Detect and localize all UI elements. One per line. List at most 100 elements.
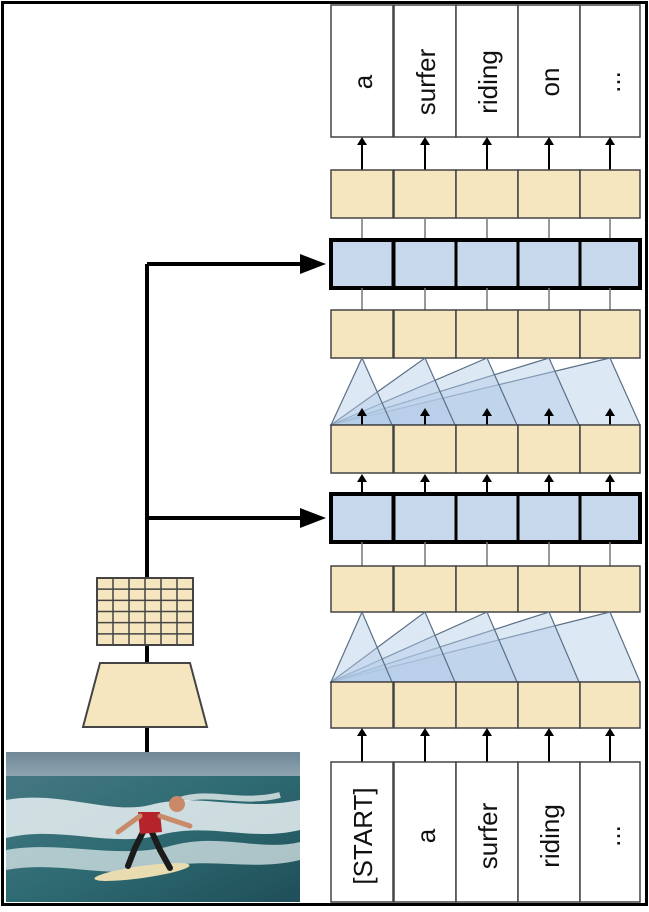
feedforward-layer-top-cell xyxy=(330,169,394,219)
cross-attention-layer-bottom-outline xyxy=(329,492,642,544)
self-attention-layer-top-cell xyxy=(455,424,519,474)
feedforward-layer-bottom-cell xyxy=(455,565,519,613)
embedding-layer-cell xyxy=(579,681,641,729)
cross-attention-layer-bottom-cell xyxy=(516,492,582,544)
feedforward-layer-2-cell xyxy=(455,309,519,359)
cross-attention-layer-top xyxy=(329,238,642,290)
feedforward-layer-2-cell xyxy=(517,309,581,359)
surfboard xyxy=(94,863,190,881)
embedding-layer-cell xyxy=(455,681,519,729)
feedforward-layer-2-cell xyxy=(579,309,641,359)
self-attention-layer-top-cell xyxy=(517,424,581,474)
input-token-4: ... xyxy=(596,825,626,847)
output-token-3: on xyxy=(535,68,565,97)
input-arrows xyxy=(357,728,615,762)
cross-attention-layer-bottom-cell xyxy=(329,492,395,544)
self-attention-fan-bottom xyxy=(329,610,641,683)
cross-attention-layer-bottom-cell xyxy=(578,492,642,544)
output-token-row-cell xyxy=(579,4,641,138)
up-arrow-head xyxy=(357,474,367,482)
cross-attention-layer-bottom-cell xyxy=(454,492,520,544)
feedforward-layer-bottom xyxy=(330,565,641,613)
input-token-2: surfer xyxy=(473,802,503,869)
connectors-cross-ff-top xyxy=(361,288,611,310)
up-arrow-head xyxy=(420,474,430,482)
up-arrow-head xyxy=(357,408,367,416)
output-token-0: a xyxy=(348,74,378,89)
up-arrow-head xyxy=(544,474,554,482)
embedding-layer xyxy=(330,681,641,729)
self-attention-fan-top xyxy=(329,356,641,426)
feedforward-layer-top-cell xyxy=(517,169,581,219)
embedding-layer-cell xyxy=(517,681,581,729)
self-attention-layer-top-cell xyxy=(393,424,457,474)
input-token-row-cell xyxy=(393,761,457,903)
cross-attention-layer-bottom-cell xyxy=(392,492,458,544)
cross-attention-layer-top-cell xyxy=(329,238,395,290)
input-token-1: a xyxy=(411,828,441,843)
feedforward-layer-top-cell xyxy=(455,169,519,219)
up-arrow-head xyxy=(482,408,492,416)
connectors-cross-ff-bottom xyxy=(361,542,611,566)
up-arrow-head xyxy=(357,728,367,736)
feedforward-layer-2-cell xyxy=(330,309,394,359)
up-arrow-head xyxy=(544,408,554,416)
cross-attention-layer-top-cell xyxy=(454,238,520,290)
up-arrow-head xyxy=(605,474,615,482)
up-arrow-head xyxy=(544,728,554,736)
output-token-row xyxy=(330,4,641,138)
up-arrow-head xyxy=(544,137,554,145)
output-arrows xyxy=(357,137,615,170)
cross-attention-layer-top-cell xyxy=(516,238,582,290)
output-token-4: ... xyxy=(596,71,626,93)
up-arrow-head xyxy=(420,728,430,736)
input-token-3: riding xyxy=(535,804,565,868)
embedding-layer-cell xyxy=(330,681,394,729)
arrows-mid xyxy=(357,474,615,494)
feedforward-layer-top-cell xyxy=(579,169,641,219)
self-attention-layer-top-cell xyxy=(330,424,394,474)
cross-attention-layer-bottom xyxy=(329,492,642,544)
connectors-ff-cross-top xyxy=(361,218,611,240)
feedforward-layer-bottom-cell xyxy=(517,565,581,613)
feedforward-layer-bottom-cell xyxy=(579,565,641,613)
output-token-1: surfer xyxy=(411,48,441,115)
up-arrow-head xyxy=(605,728,615,736)
embedding-layer-cell xyxy=(393,681,457,729)
input-token-0: [START] xyxy=(348,787,378,884)
input-image xyxy=(6,752,300,902)
feedforward-layer-2 xyxy=(330,309,641,359)
up-arrow-head xyxy=(420,137,430,145)
encoder-arrowhead-bottom xyxy=(300,508,326,528)
feedforward-layer-2-cell xyxy=(393,309,457,359)
up-arrow-head xyxy=(420,408,430,416)
self-attention-layer-top-cell xyxy=(579,424,641,474)
input-token-row xyxy=(330,761,641,903)
up-arrow-head xyxy=(605,408,615,416)
self-attention-layer-top xyxy=(330,424,641,474)
encoder-arrowhead-top xyxy=(300,254,326,274)
fan-arrows-top xyxy=(357,408,615,425)
up-arrow-head xyxy=(605,137,615,145)
feedforward-layer-bottom-cell xyxy=(393,565,457,613)
cross-attention-layer-top-cell xyxy=(392,238,458,290)
up-arrow-head xyxy=(482,728,492,736)
input-token-row-cell xyxy=(330,761,394,903)
input-token-row-cell xyxy=(455,761,519,903)
output-token-2: riding xyxy=(473,50,503,114)
up-arrow-head xyxy=(482,474,492,482)
output-token-row-cell xyxy=(517,4,581,138)
feedforward-layer-bottom-cell xyxy=(330,565,394,613)
image-encoder xyxy=(81,662,209,728)
input-token-row-cell xyxy=(517,761,581,903)
cross-attention-layer-top-cell xyxy=(578,238,642,290)
image-feature-grid xyxy=(96,577,194,646)
up-arrow-head xyxy=(357,137,367,145)
feedforward-layer-top xyxy=(330,169,641,219)
output-token-row-cell xyxy=(330,4,394,138)
cross-attention-layer-top-outline xyxy=(329,238,642,290)
up-arrow-head xyxy=(482,137,492,145)
